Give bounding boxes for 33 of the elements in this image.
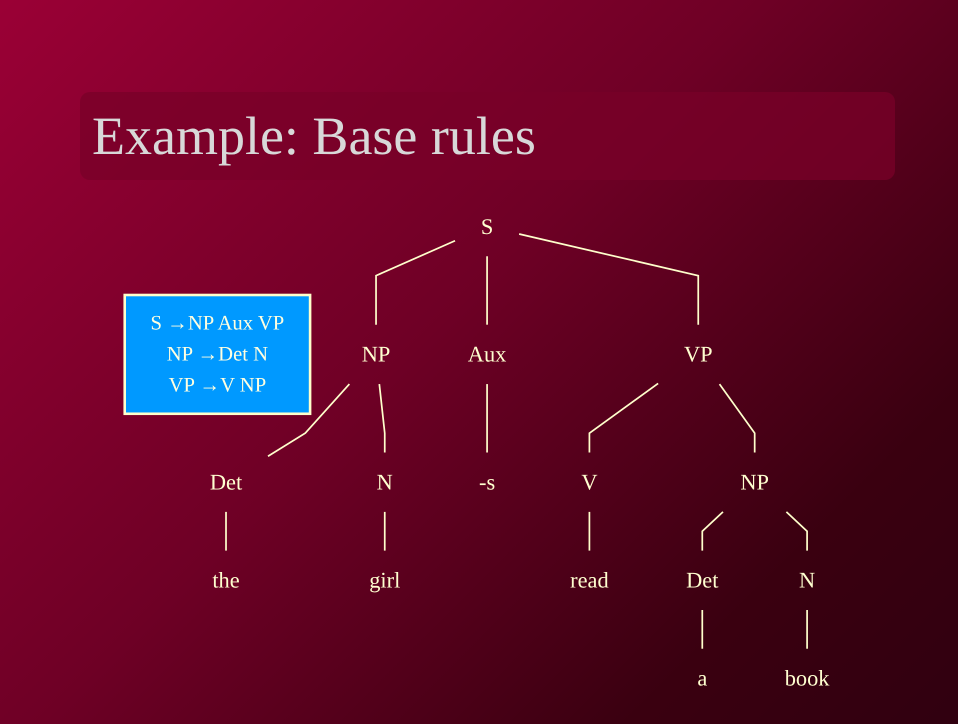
node-box: S →NP Aux VP NP →Det N VP →V NP — [123, 294, 312, 416]
node-text: NP — [362, 342, 390, 367]
node-text: girl — [369, 568, 400, 593]
connector — [378, 384, 386, 452]
node-text: Det — [210, 470, 242, 495]
connector — [588, 382, 659, 452]
connector — [701, 610, 704, 649]
connector — [384, 512, 386, 551]
node-text: N — [376, 470, 393, 495]
connector — [588, 512, 590, 551]
connector — [718, 384, 756, 452]
connector — [268, 384, 350, 457]
node-text: read — [570, 568, 609, 593]
connector — [225, 512, 227, 551]
connector — [486, 384, 488, 452]
connector — [806, 610, 808, 649]
node-text: the — [212, 568, 240, 593]
node-text: Det — [686, 568, 718, 593]
connector — [518, 233, 700, 325]
connector — [786, 511, 808, 551]
node-text: S — [480, 214, 494, 240]
connector — [375, 240, 456, 325]
node-text: V — [581, 470, 598, 495]
node-text: NP — [740, 470, 769, 495]
node-text: book — [784, 666, 830, 691]
node-text: VP — [684, 342, 713, 367]
node-text: -s — [478, 470, 496, 495]
slide-title: Example: Base rules — [92, 105, 536, 167]
node-text: N — [799, 568, 816, 593]
connector — [486, 256, 488, 325]
node-text: Aux — [468, 342, 506, 367]
node-text: a — [697, 666, 708, 691]
connector — [701, 511, 724, 551]
